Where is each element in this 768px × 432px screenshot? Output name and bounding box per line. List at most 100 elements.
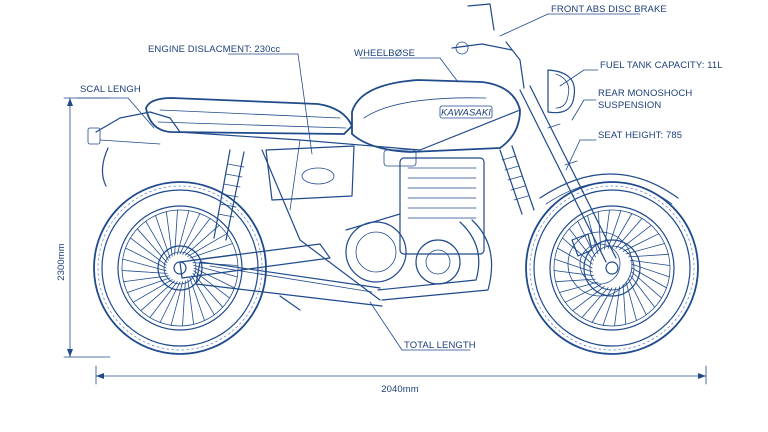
rear-fender xyxy=(87,111,181,187)
front-spoke xyxy=(625,281,637,322)
rear-spoke xyxy=(132,279,173,303)
front-spoke xyxy=(619,224,652,250)
callout-scal-length xyxy=(77,97,155,129)
callout-wheelbase xyxy=(359,57,459,83)
callout-seat-height xyxy=(565,139,597,171)
side-panel xyxy=(265,145,355,201)
front-spoke xyxy=(611,213,633,249)
seat xyxy=(145,97,353,135)
front-spoke xyxy=(631,263,670,278)
callout-rear-monoshock xyxy=(571,99,597,121)
front-wheel xyxy=(525,181,699,355)
front-spoke xyxy=(568,228,594,261)
rear-spoke xyxy=(191,275,215,316)
callout-front-abs xyxy=(499,13,641,37)
front-spoke xyxy=(628,253,669,258)
rear-spoke xyxy=(125,247,167,269)
rear-spoke xyxy=(129,237,167,266)
rear-spoke xyxy=(122,258,167,272)
callout-fuel-tank xyxy=(559,69,599,87)
headlight xyxy=(547,69,576,114)
label-rear-monoshock-2: SUSPENSION xyxy=(598,100,661,111)
swingarm xyxy=(179,243,331,279)
rear-spoke xyxy=(121,270,168,274)
front-spoke xyxy=(628,278,647,316)
rear-spoke xyxy=(127,277,171,293)
front-spoke xyxy=(597,211,602,252)
exhaust xyxy=(195,219,493,307)
rear-spoke xyxy=(155,214,171,259)
rear-spoke xyxy=(182,280,186,327)
front-spoke xyxy=(555,278,596,283)
front-spoke xyxy=(581,287,609,319)
rear-spoke xyxy=(182,217,211,255)
front-spoke xyxy=(557,247,593,269)
rear-spoke xyxy=(159,281,181,323)
label-seat-height: SEAT HEIGHT: 785 xyxy=(598,130,682,141)
front-spoke xyxy=(622,233,660,252)
rear-spoke xyxy=(145,220,169,261)
callout-engine xyxy=(227,53,313,155)
front-spoke xyxy=(564,284,602,303)
rear-spoke xyxy=(149,281,178,319)
label-fuel-tank: FUEL TANK CAPACITY: 11L xyxy=(600,60,723,71)
engine xyxy=(345,149,485,285)
label-front-abs: FRONT ABS DISC BRAKE xyxy=(551,4,667,15)
rear-spoke xyxy=(189,277,205,322)
front-fender xyxy=(539,173,679,205)
rear-spoke xyxy=(136,228,168,264)
front-wheel-spokes xyxy=(553,209,671,327)
frame xyxy=(177,109,521,301)
front-spoke xyxy=(631,271,662,299)
front-spoke xyxy=(602,287,617,326)
rear-spoke xyxy=(179,213,201,255)
rear-spoke xyxy=(189,243,234,259)
front-spoke xyxy=(614,286,621,327)
handlebar xyxy=(451,3,525,89)
label-engine-displacement: ENGINE DISLACMENT: 230cc xyxy=(148,44,280,55)
rear-spoke xyxy=(174,209,178,256)
front-spoke xyxy=(572,286,605,312)
height-dimension xyxy=(63,97,111,358)
rear-spoke xyxy=(176,210,190,255)
rear-spoke xyxy=(184,224,220,256)
height-dimension-label: 2300mm xyxy=(56,243,67,281)
callout-total-length xyxy=(369,301,471,351)
rear-monoshock xyxy=(499,145,535,215)
front-spoke xyxy=(603,209,610,250)
front-spoke xyxy=(622,284,627,325)
rear-shock xyxy=(213,149,245,241)
front-spoke xyxy=(615,217,643,249)
front-spoke xyxy=(559,281,599,293)
front-brake-disc xyxy=(567,231,633,297)
rear-spoke xyxy=(193,264,238,278)
rear-spoke xyxy=(192,272,224,308)
length-dimension-label: 2040mm xyxy=(381,384,419,395)
label-wheelbase: WHEELBØSE xyxy=(354,48,415,59)
front-spoke xyxy=(554,258,593,273)
fuel-tank xyxy=(351,79,521,153)
label-total-length: TOTAL LENGTH xyxy=(404,340,476,351)
front-spoke xyxy=(630,275,656,308)
rear-spoke xyxy=(193,267,235,289)
kickstand xyxy=(279,295,301,311)
front-fork xyxy=(519,85,617,263)
rear-spoke xyxy=(123,275,169,283)
front-spoke xyxy=(625,243,665,255)
front-spoke xyxy=(562,237,593,265)
front-spoke xyxy=(631,267,667,289)
length-dimension xyxy=(95,365,707,385)
label-rear-monoshock-1: REAR MONOSHOCH xyxy=(598,88,692,99)
rear-spoke xyxy=(187,279,195,325)
front-spoke xyxy=(630,259,671,266)
front-spoke xyxy=(577,220,596,258)
front-spoke xyxy=(607,210,622,249)
rear-spoke xyxy=(170,281,184,326)
front-spoke xyxy=(591,287,613,323)
tank-brand-badge: KAWASAKI xyxy=(441,108,491,119)
label-scal-length: SCAL LENGH xyxy=(80,84,141,95)
rear-spoke xyxy=(165,211,173,257)
rear-spoke xyxy=(187,233,228,257)
